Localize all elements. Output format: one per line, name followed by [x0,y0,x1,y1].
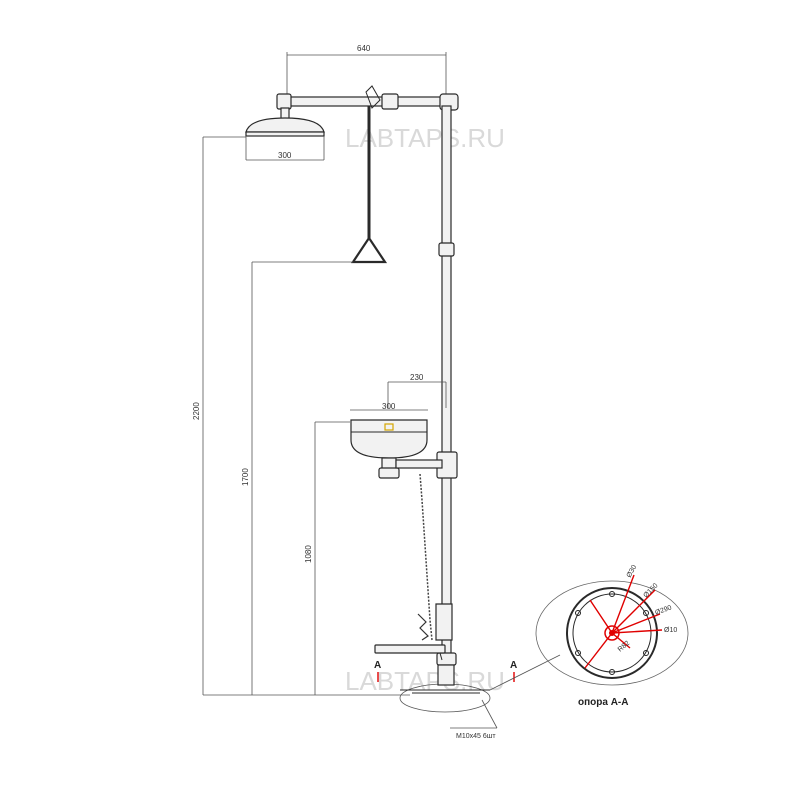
dimension-arm-length: 640 [286,44,447,100]
bolt-note: M10x45 6шт [456,733,496,740]
watermark-top: LABTAPS.RU [345,123,505,153]
eyewash-bowl: 300 [350,402,443,479]
watermark-bottom: LABTAPS.RU [345,666,505,696]
dim-label-640: 640 [357,44,371,53]
dimension-bowl-height: 1080 [304,421,350,695]
dimension-bowl-arm: 230 [387,373,447,408]
section-marker-left: A [374,660,381,682]
dim-label-230: 230 [410,373,424,382]
dim-label-shower-300: 300 [278,151,292,160]
dimension-pull-height: 1700 [241,261,353,695]
vertical-main-pipe [436,105,458,667]
dia-30: Ø30 [626,564,639,579]
pull-rod [350,106,388,264]
dim-label-2200: 2200 [192,402,201,420]
section-marker-right: A [510,660,517,682]
dia-10: Ø10 [664,627,677,634]
top-horizontal-pipe [276,85,459,111]
radius-82: R82 [617,640,631,654]
shower-head: 300 [245,107,325,161]
dim-label-1700: 1700 [241,468,250,486]
dim-label-bowl-300: 300 [382,402,396,411]
svg-text:A: A [510,660,517,671]
section-view-aa: Ø30 Ø150 Ø290 Ø10 R82 опора А-А [535,564,689,708]
foot-pedal [374,644,446,661]
base: M10x45 6шт [399,664,498,740]
dimension-total-height: 2200 [192,136,410,696]
pedal-linkage [417,473,453,641]
svg-text:A: A [374,660,381,671]
section-title: опора А-А [578,697,628,708]
dim-label-1080: 1080 [304,545,313,563]
dia-290: Ø290 [654,604,673,616]
